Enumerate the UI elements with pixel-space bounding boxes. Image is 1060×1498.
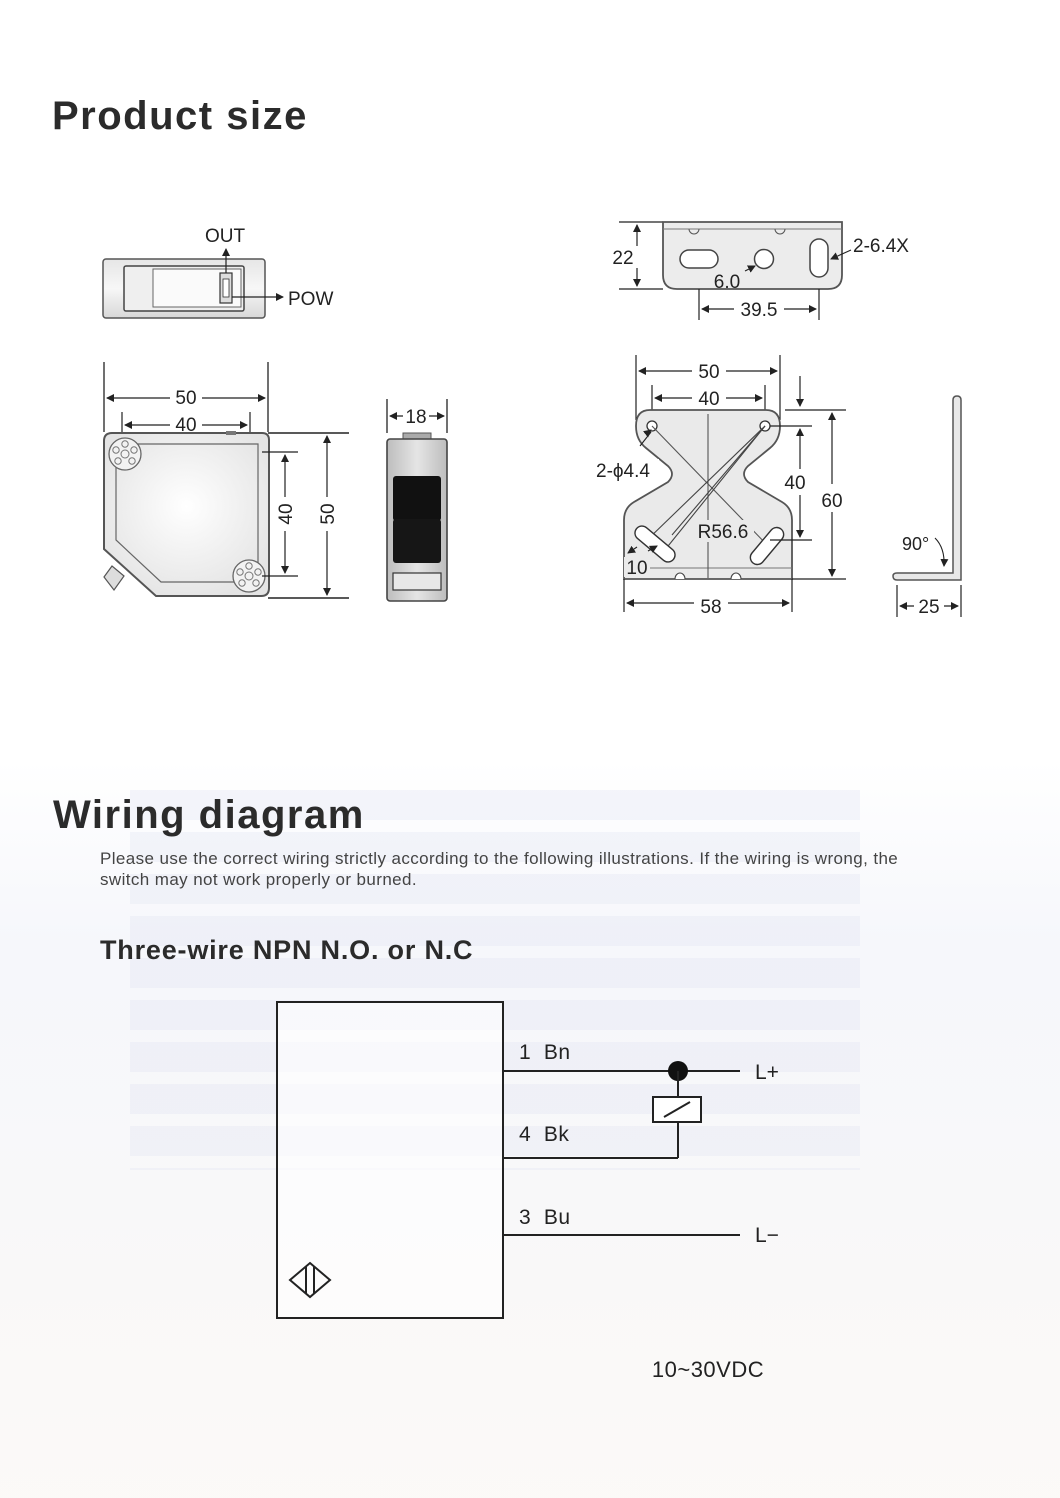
lminus-label: L− [755, 1224, 779, 1247]
bracket-base: 58 [700, 597, 721, 618]
bracket-width-inner: 40 [698, 389, 719, 410]
bracket-holes: 2-ϕ4.4 [596, 461, 650, 482]
out-label: OUT [205, 226, 246, 247]
front-height-outer: 50 [318, 503, 339, 524]
sensor-front-view: 50 40 40 50 [103, 362, 349, 599]
wire-label-bu: 3 Bu [519, 1206, 571, 1229]
bracket-hole: 6.0 [714, 272, 740, 293]
side-width: 18 [405, 407, 426, 428]
bracket-radius: R56.6 [698, 522, 749, 543]
front-width-inner: 40 [175, 415, 196, 436]
front-height-inner: 40 [276, 503, 297, 524]
wiring-subtitle: Three-wire NPN N.O. or N.C [100, 935, 474, 965]
wiring-schematic: 1 Bn 4 Bk 3 Bu L+ L− 10~30VDC [276, 1001, 779, 1382]
wiring-diagram-title: Wiring diagram [53, 793, 365, 837]
product-size-title: Product size [52, 94, 308, 138]
front-screw-bottom-right [232, 559, 266, 593]
bracket-slot-spacing: 39.5 [741, 300, 778, 321]
front-width-outer: 50 [175, 388, 196, 409]
bracket-slot: 2-6.4X [853, 236, 909, 257]
wire-label-bn: 1 Bn [519, 1041, 571, 1064]
background-photo [0, 760, 1060, 1498]
bracket-front-view: 50 40 R56.6 2-ϕ4.4 10 [587, 355, 846, 618]
sensor-top-view: OUT POW [102, 226, 333, 319]
bracket-height-inner: 40 [784, 473, 805, 494]
bracket-width-outer: 50 [698, 362, 719, 383]
bracket-height-outer: 60 [821, 491, 842, 512]
bracket-depth: 25 [918, 597, 939, 618]
bracket-angle: 90° [902, 534, 929, 554]
lplus-label: L+ [755, 1061, 779, 1084]
wire-label-bk: 4 Bk [519, 1123, 569, 1146]
load-relay-symbol [652, 1096, 702, 1123]
sensor-symbol [288, 1261, 332, 1299]
bracket-height: 22 [612, 248, 633, 269]
bracket-top-view: 22 6.0 2-6.4X 39.5 [608, 221, 909, 321]
wiring-note: Please use the correct wiring strictly a… [100, 849, 899, 889]
sensor-side-view: 18 [386, 399, 448, 602]
bracket-side-view: 90° 25 [892, 395, 962, 618]
voltage-label: 10~30VDC [652, 1357, 764, 1382]
front-screw-top-left [108, 437, 142, 471]
bracket-offset: 10 [626, 558, 647, 579]
pow-label: POW [288, 289, 333, 310]
